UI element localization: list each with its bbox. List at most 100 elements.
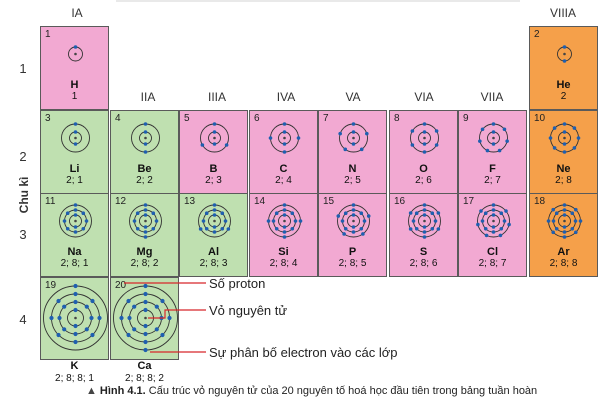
electron [551, 207, 555, 212]
atomic-number: 6 [254, 113, 260, 124]
electron [143, 213, 148, 217]
electron [282, 230, 287, 234]
electron [57, 315, 62, 321]
electron [491, 208, 496, 212]
electron [436, 227, 441, 231]
electron [340, 219, 345, 223]
electron [359, 147, 364, 152]
electron [342, 232, 346, 236]
nucleus [74, 316, 77, 320]
electron [143, 235, 148, 239]
electron [548, 136, 553, 140]
atomic-number: 17 [463, 196, 475, 207]
nucleus [144, 219, 147, 223]
electron [212, 208, 217, 212]
electron [491, 213, 496, 217]
atom-diagram [200, 122, 229, 153]
nucleus [144, 316, 147, 320]
electron [562, 150, 567, 154]
electron [143, 339, 148, 345]
atom-diagram [338, 122, 369, 153]
nucleus [423, 136, 426, 140]
electron [151, 211, 156, 216]
atom-diagram [266, 203, 303, 239]
electron [562, 59, 567, 63]
nucleus [492, 219, 495, 223]
electron [290, 226, 295, 231]
element-symbol: B [209, 163, 218, 175]
electron-configuration: 2; 4 [275, 175, 292, 186]
electron [485, 148, 490, 153]
electron [73, 283, 78, 289]
electron [223, 219, 228, 223]
element-symbol: Cl [487, 246, 498, 258]
electron [143, 331, 148, 337]
caption-label: Hình 4.1. [99, 385, 146, 397]
electron [351, 122, 356, 126]
electron [476, 222, 480, 227]
electron [200, 143, 205, 147]
electron [73, 45, 78, 49]
atom-diagram [131, 122, 160, 154]
atomic-number: 2 [534, 29, 540, 40]
atomic-number: 8 [394, 113, 400, 124]
electron [49, 315, 54, 321]
electron [73, 213, 78, 217]
electron [551, 219, 556, 223]
element-symbol: Na [67, 246, 82, 258]
atomic-number: 4 [115, 113, 121, 124]
electron [434, 143, 439, 147]
triangle-icon: ▲ [86, 385, 97, 397]
electron [562, 122, 567, 126]
element-symbol: Ca [137, 360, 152, 372]
period-label-3: 3 [19, 227, 27, 242]
electron [126, 332, 131, 338]
electron [84, 327, 89, 332]
electron-configuration: 2; 8; 8; 2 [125, 373, 164, 384]
electron [282, 235, 287, 239]
electron [422, 150, 427, 154]
figure-caption: ▲Hình 4.1. Cấu trúc vỏ nguyên tử của 20 … [86, 385, 537, 397]
electron [212, 225, 217, 229]
electron [573, 219, 578, 223]
nucleus [74, 136, 77, 140]
nucleus [283, 219, 286, 223]
electron [73, 122, 78, 126]
atom-diagram [478, 122, 509, 153]
electron [336, 214, 341, 218]
electron [143, 323, 148, 329]
electron [478, 139, 482, 143]
electron [574, 207, 578, 212]
electron [362, 219, 367, 223]
electron [562, 230, 567, 234]
electron [143, 307, 148, 313]
atom-diagram [408, 203, 441, 239]
electron [126, 298, 131, 304]
electron [351, 142, 356, 146]
electron [422, 122, 427, 126]
electron [351, 203, 356, 207]
electron [212, 130, 217, 134]
electron [62, 219, 67, 223]
electron [282, 203, 287, 207]
electron [212, 203, 217, 207]
electron [143, 299, 148, 305]
element-symbol: Ar [557, 246, 570, 258]
group-header-viiia: VIIIA [549, 6, 576, 20]
group-header-ia: IA [71, 6, 83, 20]
electron [505, 139, 509, 143]
atomic-number: 15 [323, 196, 335, 207]
electron [282, 130, 287, 134]
electron [574, 230, 578, 235]
element-symbol: Si [278, 246, 289, 258]
electron [90, 298, 95, 304]
electron [562, 208, 567, 212]
nucleus [213, 136, 216, 140]
electron [62, 304, 67, 309]
electron [562, 213, 567, 217]
element-symbol: Al [208, 246, 219, 258]
